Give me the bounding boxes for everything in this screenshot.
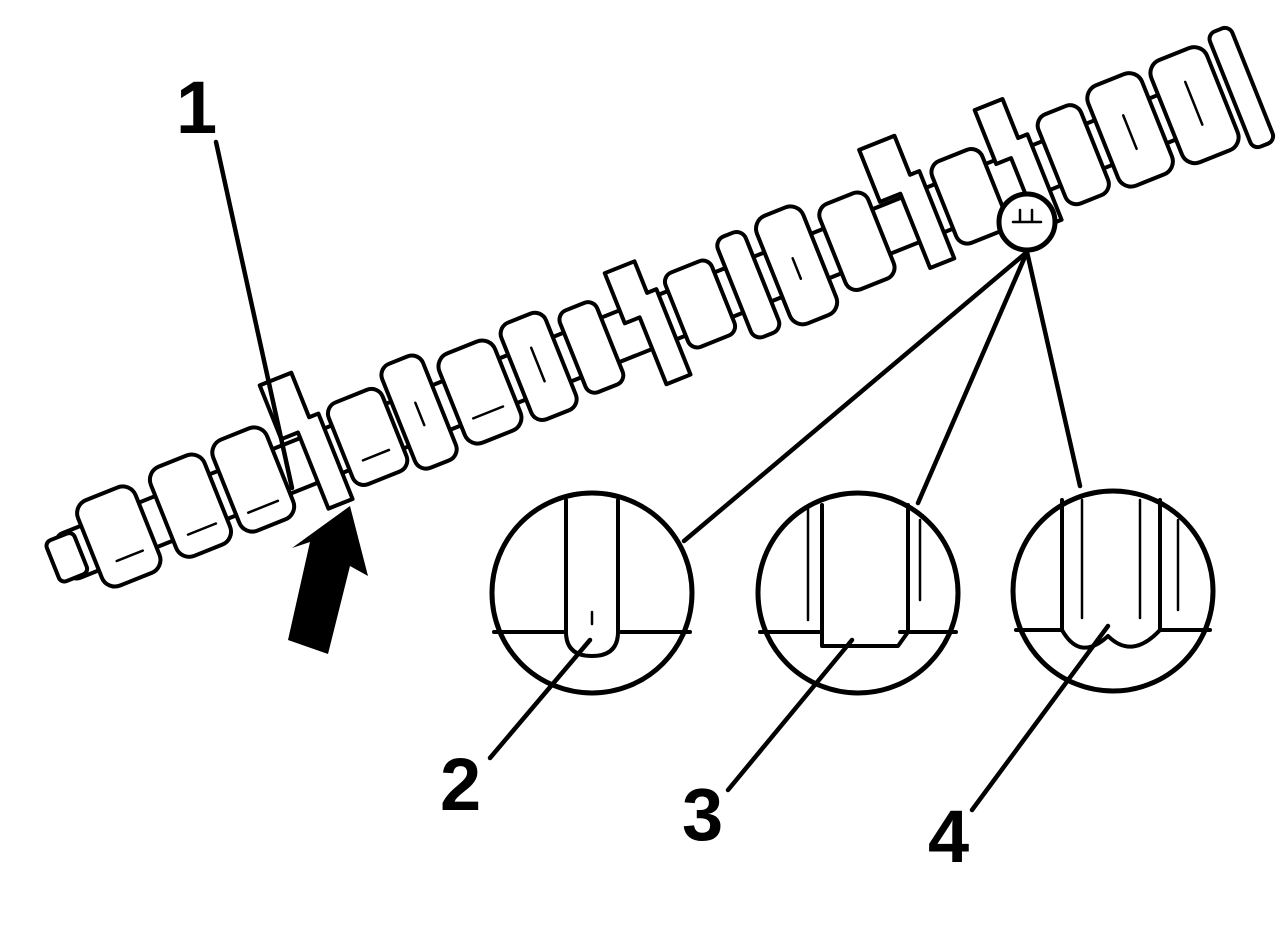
detail-circle-3	[755, 490, 961, 696]
cam-lobe	[210, 425, 297, 534]
cam-lobe	[817, 190, 897, 293]
cam-lobe	[498, 310, 579, 422]
cam-lobe	[436, 338, 524, 446]
leader-line-1	[213, 139, 295, 491]
cam-lobe	[1035, 103, 1111, 207]
leader-line-detail-4	[1024, 249, 1083, 489]
callout-label-4: 4	[928, 795, 969, 878]
inspection-spot-circle	[996, 191, 1058, 253]
cam-lobe	[147, 452, 234, 559]
callout-label-2: 2	[440, 743, 481, 826]
leader-line-2	[487, 637, 593, 761]
detail-circle-2	[489, 490, 695, 696]
cam-lobe	[1085, 71, 1175, 189]
leader-line-detail-3	[915, 249, 1030, 506]
cam-lobe	[754, 204, 840, 327]
bearing-cap	[857, 133, 957, 270]
callout-label-3: 3	[682, 773, 723, 856]
cam-lobe	[379, 353, 459, 471]
front-journal	[75, 484, 163, 589]
detail-circle-4	[1010, 488, 1216, 694]
journal	[662, 258, 738, 350]
collar	[715, 229, 782, 340]
bearing-cap	[602, 259, 693, 387]
leader-line-detail-2	[681, 249, 1030, 544]
leader-line-3	[725, 637, 855, 793]
journal	[325, 386, 410, 487]
leader-line-4	[969, 623, 1111, 813]
thrust-journal-part-1	[257, 370, 355, 511]
camshaft	[44, 25, 1276, 589]
journal	[929, 147, 1010, 246]
cam-lobe	[557, 300, 626, 395]
direction-arrow	[288, 506, 368, 654]
callout-label-1: 1	[176, 66, 217, 149]
rear-journal	[1148, 45, 1241, 166]
